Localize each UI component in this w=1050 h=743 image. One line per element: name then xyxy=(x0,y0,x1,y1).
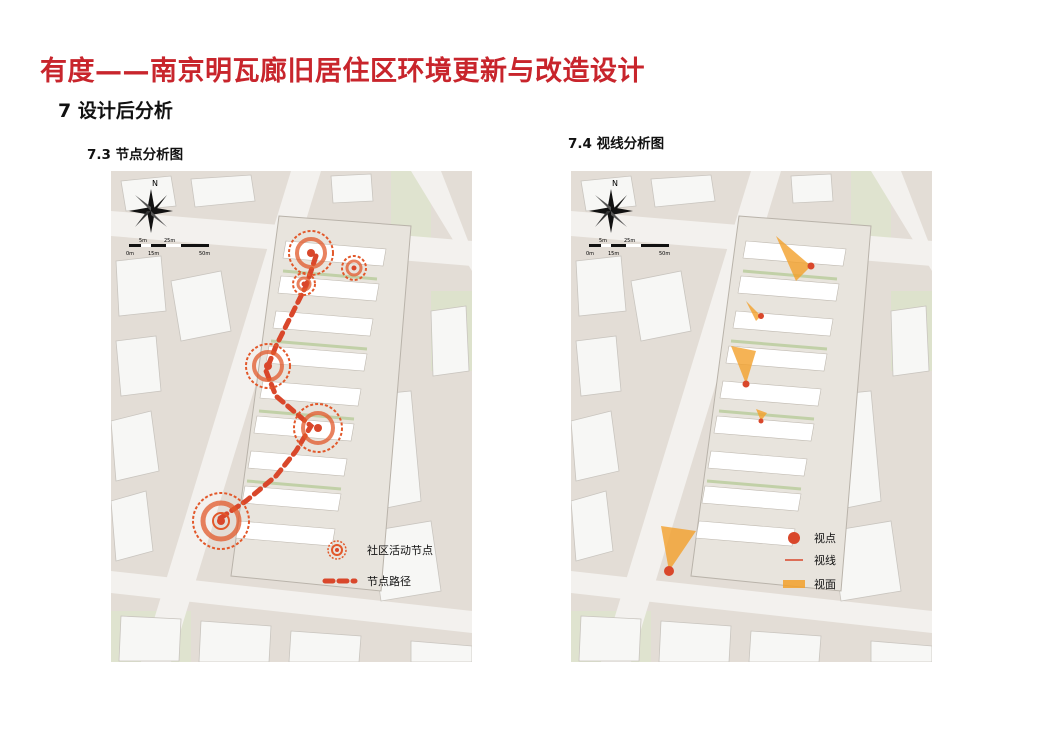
activity-node-6 xyxy=(192,492,250,550)
view-cone-3 xyxy=(731,346,756,388)
page-title: 有度——南京明瓦廊旧居住区环境更新与改造设计 xyxy=(40,56,645,87)
viewplane-legend-icon xyxy=(783,580,805,588)
north-label: N xyxy=(612,179,618,188)
section-heading: 7 设计后分析 xyxy=(58,100,173,122)
view-cone-4 xyxy=(756,409,767,424)
svg-text:25m: 25m xyxy=(624,238,635,244)
svg-text:50m: 50m xyxy=(199,251,210,257)
sightline-analysis-svg: N 0m 5m 15m 25m 50m xyxy=(571,171,932,662)
sightline-legend: 视点 视线 视面 xyxy=(783,531,836,591)
activity-node-2 xyxy=(341,255,367,281)
activity-node-5 xyxy=(293,403,343,453)
node-legend: 社区活动节点 节点路径 xyxy=(322,540,433,588)
node-analysis-map: N 0m 5m 15m 25m 50m xyxy=(111,171,472,662)
path-legend-label: 节点路径 xyxy=(367,575,411,588)
scale-bar: 0m 5m 15m 25m 50m xyxy=(586,238,670,257)
viewplane-legend-label: 视面 xyxy=(814,577,836,591)
right-panel-heading: 7.4 视线分析图 xyxy=(568,136,665,152)
activity-node-1 xyxy=(288,230,334,276)
node-path xyxy=(213,253,319,524)
node-analysis-svg: N 0m 5m 15m 25m 50m xyxy=(111,171,472,662)
svg-text:0m: 0m xyxy=(126,251,134,257)
svg-text:15m: 15m xyxy=(608,251,619,257)
svg-text:25m: 25m xyxy=(164,238,175,244)
activity-node-4 xyxy=(245,343,291,389)
view-cone-2 xyxy=(746,301,764,321)
svg-text:5m: 5m xyxy=(139,238,147,244)
left-panel-heading: 7.3 节点分析图 xyxy=(87,147,184,163)
svg-text:0m: 0m xyxy=(586,251,594,257)
svg-text:50m: 50m xyxy=(659,251,670,257)
north-label: N xyxy=(152,179,158,188)
svg-text:5m: 5m xyxy=(599,238,607,244)
viewpoint-legend-label: 视点 xyxy=(814,531,836,545)
view-cone-1 xyxy=(776,236,815,281)
viewpoint-legend-icon xyxy=(788,532,800,544)
compass-icon xyxy=(129,189,173,233)
node-legend-label: 社区活动节点 xyxy=(367,543,433,557)
view-cone-5 xyxy=(661,526,696,576)
activity-node-3 xyxy=(292,272,316,296)
sightline-analysis-map: N 0m 5m 15m 25m 50m xyxy=(571,171,932,662)
svg-text:15m: 15m xyxy=(148,251,159,257)
sightline-legend-label: 视线 xyxy=(814,553,836,567)
scale-bar: 0m 5m 15m 25m 50m xyxy=(126,238,210,257)
node-legend-icon xyxy=(327,540,347,560)
